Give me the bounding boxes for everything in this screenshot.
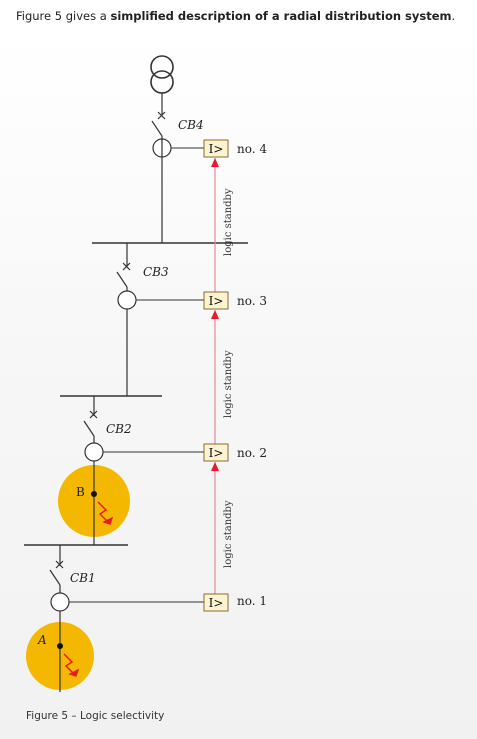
standby-label-upper: logic standby	[223, 188, 234, 256]
relay-no4: I>	[203, 139, 229, 158]
intro-bold: simplified description of a radial distr…	[110, 9, 452, 23]
arrow-up-icon	[211, 310, 219, 319]
transformer-symbol	[150, 55, 174, 94]
fault-b-label: B	[76, 485, 85, 499]
fault-point-b	[91, 491, 97, 497]
relay-no1: I>	[203, 593, 229, 612]
breaker-cb3	[116, 262, 131, 291]
cb4-label: CB4	[178, 118, 204, 132]
breaker-cb4	[151, 111, 166, 139]
breaker-cb1	[49, 560, 64, 593]
relay-symbol: I>	[209, 142, 224, 156]
fault-point-a	[57, 643, 63, 649]
figure-caption: Figure 5 – Logic selectivity	[26, 710, 165, 722]
relay-no3-label: no. 3	[237, 294, 267, 308]
fault-a-label: A	[37, 633, 47, 647]
relay-no2: I>	[203, 443, 229, 462]
relay-no1-label: no. 1	[237, 594, 267, 608]
relay-no3: I>	[203, 291, 229, 310]
breaker-cb2	[83, 410, 98, 443]
relay-symbol: I>	[209, 446, 224, 460]
arrow-up-icon	[211, 462, 219, 471]
relay-symbol: I>	[209, 294, 224, 308]
cb3-label: CB3	[143, 265, 169, 279]
standby-label-middle: logic standby	[223, 350, 234, 418]
lightning-icon-b	[97, 501, 114, 525]
ct-cb2	[84, 442, 104, 462]
logic-standby-links	[211, 158, 219, 594]
intro-prefix: Figure 5 gives a	[16, 9, 111, 23]
relay-symbol: I>	[209, 596, 224, 610]
relay-no4-label: no. 4	[237, 142, 267, 156]
lightning-icon-a	[63, 653, 80, 677]
figure-panel	[0, 34, 477, 739]
cb1-label: CB1	[70, 571, 96, 585]
intro-suffix: .	[451, 9, 456, 23]
standby-label-lower: logic standby	[223, 500, 234, 568]
ct-cb1	[50, 592, 70, 612]
arrow-up-icon	[211, 158, 219, 167]
cb2-label: CB2	[106, 422, 132, 436]
ct-cb3	[117, 290, 137, 310]
relay-no2-label: no. 2	[237, 446, 267, 460]
intro-text: Figure 5 gives a simplified description …	[16, 9, 471, 23]
